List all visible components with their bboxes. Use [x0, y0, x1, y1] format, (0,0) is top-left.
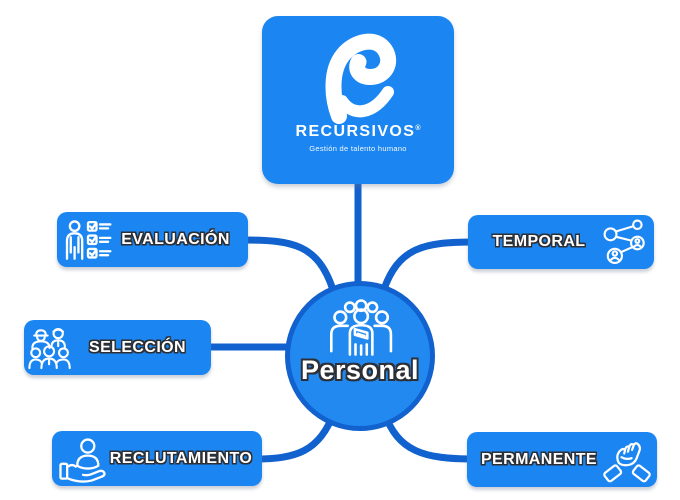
node-permanente-label: PERMANENTE: [480, 450, 597, 468]
candidates-crowd-icon: [28, 327, 71, 369]
network-people-icon: [603, 219, 645, 265]
handshake-icon: [603, 441, 651, 482]
connector-temporal: [379, 238, 478, 296]
center-node-label: Personal: [300, 355, 420, 385]
recursivos-e-logo-icon: [325, 33, 397, 124]
registered-mark: ®: [415, 125, 421, 132]
node-evaluacion[interactable]: EVALUACIÓN: [57, 212, 248, 267]
node-seleccion-label: SELECCIÓN: [89, 338, 186, 356]
hand-holding-person-icon: [59, 437, 106, 483]
center-node-personal[interactable]: Personal: [285, 281, 435, 431]
node-permanente[interactable]: PERMANENTE: [467, 432, 657, 487]
connector-evaluacion: [240, 236, 337, 294]
people-group-icon: [330, 299, 393, 356]
node-reclutamiento-label: RECLUTAMIENTO: [109, 449, 253, 467]
node-temporal-label: TEMPORAL: [492, 233, 586, 250]
person-checklist-icon: [65, 219, 112, 260]
brand-name: RECURSIVOS®: [296, 124, 421, 140]
brand-node[interactable]: RECURSIVOS® Gestión de talento humano: [262, 16, 454, 184]
node-temporal[interactable]: TEMPORAL: [468, 215, 654, 269]
brand-tagline: Gestión de talento humano: [309, 144, 407, 153]
node-reclutamiento[interactable]: RECLUTAMIENTO: [52, 431, 262, 486]
node-evaluacion-label: EVALUACIÓN: [121, 230, 230, 248]
brand-name-text: RECURSIVOS: [295, 123, 416, 140]
node-seleccion[interactable]: SELECCIÓN: [24, 320, 211, 375]
